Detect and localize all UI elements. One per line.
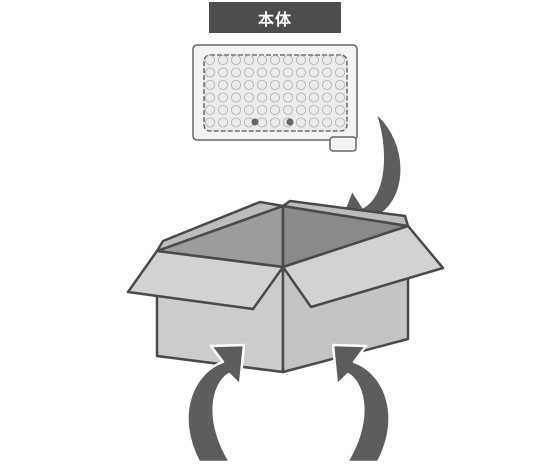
- device-dot: [217, 117, 229, 128]
- device-dot: [217, 54, 229, 66]
- device-dot: [295, 79, 307, 91]
- device-dot: [230, 54, 242, 66]
- device-label-tag: 本体: [209, 2, 341, 33]
- device-dot: [308, 117, 320, 128]
- device-dot: [204, 104, 216, 116]
- device-dot: [256, 54, 268, 66]
- device-dot: [334, 117, 346, 128]
- device-dot: [321, 92, 333, 103]
- device-dot: [282, 79, 294, 91]
- device-dot: [243, 104, 255, 116]
- device-dot: [217, 79, 229, 91]
- device-dot: [295, 54, 307, 66]
- device-dot: [334, 79, 346, 91]
- device-dot: [334, 67, 346, 78]
- device-dot: [243, 67, 255, 78]
- device-dot: [282, 54, 294, 66]
- device-dot: [282, 92, 294, 103]
- device-dot: [243, 54, 255, 66]
- device-dot: [204, 117, 216, 128]
- device-dot: [321, 67, 333, 78]
- device-dot: [282, 104, 294, 116]
- device-label-text: 本体: [257, 9, 292, 29]
- device-dot: [230, 92, 242, 103]
- device-dot: [308, 79, 320, 91]
- device-dot: [256, 67, 268, 78]
- device-dot: [282, 67, 294, 78]
- open-box-icon: [126, 199, 445, 374]
- device-dot: [230, 67, 242, 78]
- device-dot: [230, 104, 242, 116]
- device-dot: [295, 67, 307, 78]
- device-dot: [230, 117, 242, 128]
- device-dot: [230, 79, 242, 91]
- device-dot: [308, 92, 320, 103]
- device-dot: [269, 117, 281, 128]
- device-dot: [321, 104, 333, 116]
- curved-arrow-up-right-icon: [331, 343, 391, 464]
- device-dot: [308, 67, 320, 78]
- device-dot: [269, 54, 281, 66]
- device-dot: [204, 79, 216, 91]
- device-dot: [308, 54, 320, 66]
- device-dot: [204, 54, 216, 66]
- device-dot: [334, 92, 346, 103]
- device-dot: [217, 67, 229, 78]
- device-dot: [295, 92, 307, 103]
- device-dot: [269, 67, 281, 78]
- device-dot: [269, 92, 281, 103]
- curved-arrow-up-left-icon: [186, 343, 246, 464]
- device-dot: [269, 79, 281, 91]
- device-dot: [269, 104, 281, 116]
- device-dot: [295, 104, 307, 116]
- device-dot: [256, 104, 268, 116]
- device-dot: [321, 117, 333, 128]
- device-dot: [295, 117, 307, 128]
- device-unit-icon: [192, 44, 358, 152]
- device-dot: [217, 104, 229, 116]
- device-dot: [204, 92, 216, 103]
- device-dot: [334, 104, 346, 116]
- device-dot-grid: [204, 54, 346, 128]
- device-dot: [217, 92, 229, 103]
- device-dot: [321, 79, 333, 91]
- device-dot: [204, 67, 216, 78]
- device-dot: [256, 79, 268, 91]
- device-dot: [243, 79, 255, 91]
- device-dot: [308, 104, 320, 116]
- device-dot: [321, 54, 333, 66]
- device-dot: [256, 92, 268, 103]
- device-dot: [243, 92, 255, 103]
- device-dot: [334, 54, 346, 66]
